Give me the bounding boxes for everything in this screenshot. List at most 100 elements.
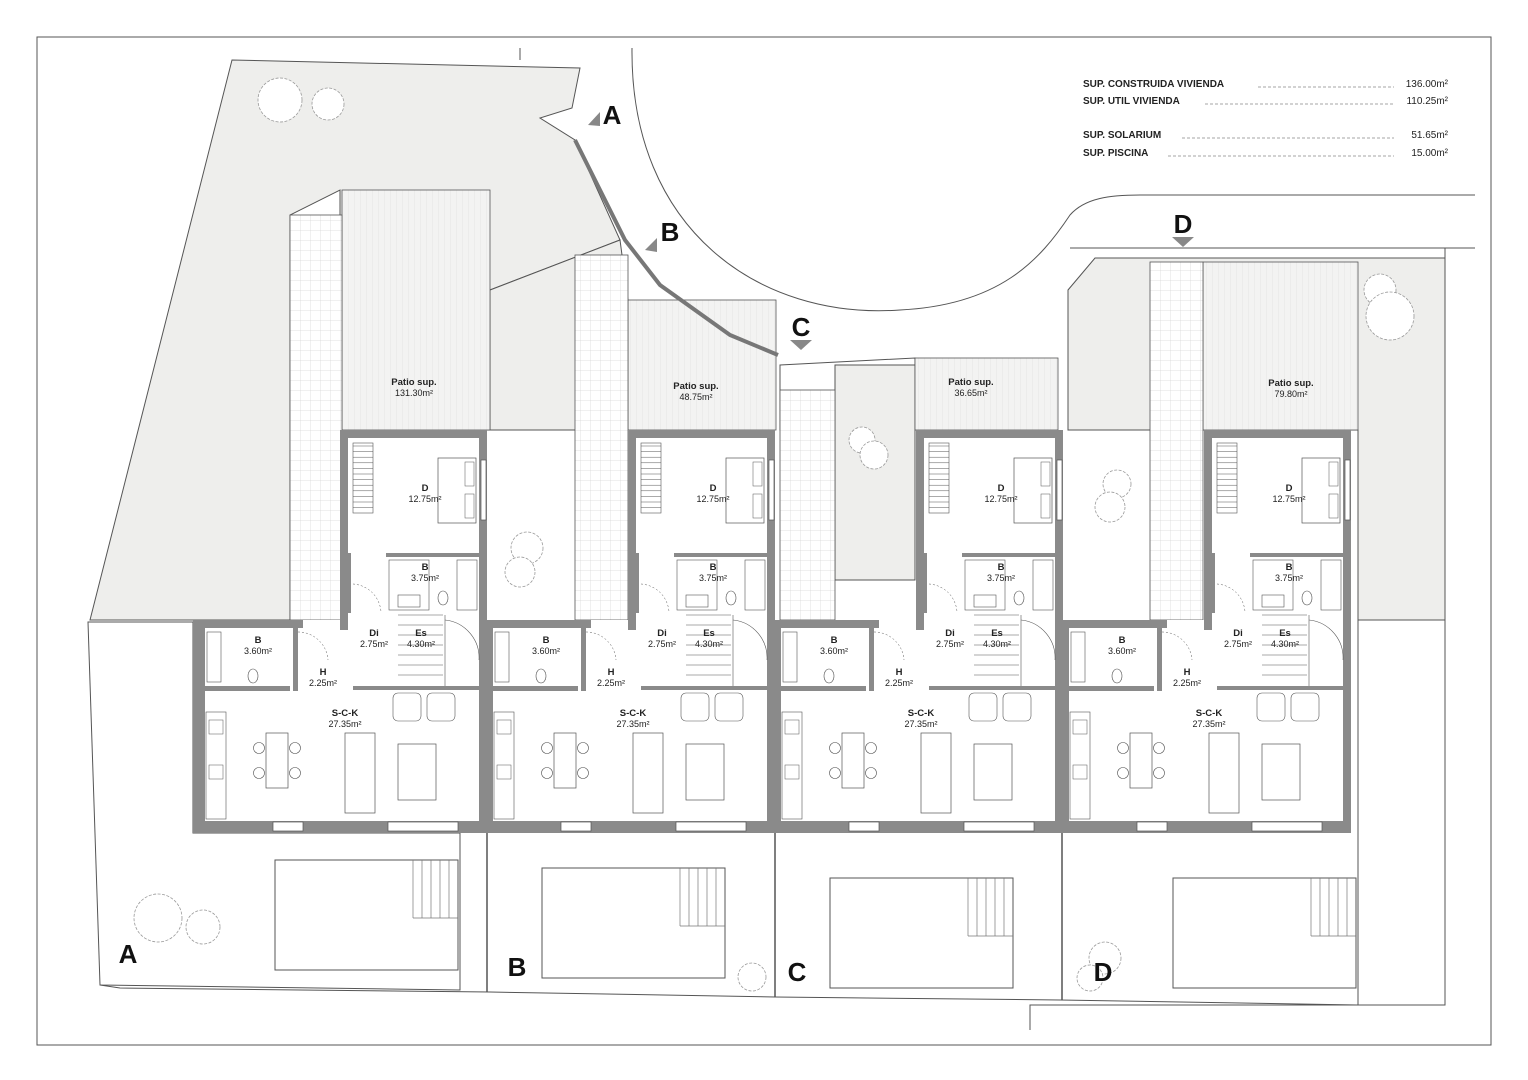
wall-ground-top xyxy=(193,620,303,628)
armchair xyxy=(714,692,744,722)
section-arrow-d xyxy=(1172,237,1194,247)
patio-labels: Patio sup. 131.30m² Patio sup. 48.75m² P… xyxy=(391,377,1313,402)
room-label-bath-lower: B xyxy=(255,635,262,646)
chair xyxy=(1117,742,1129,754)
room-area-stairs: 4.30m² xyxy=(983,639,1011,649)
room-label-bath-upper: B xyxy=(998,562,1005,573)
room-area-distributor: 2.75m² xyxy=(648,639,676,649)
wardrobe xyxy=(640,442,662,514)
chair xyxy=(1153,742,1165,754)
chair xyxy=(541,742,553,754)
sofa xyxy=(344,732,376,814)
chair xyxy=(253,767,265,779)
tree-icon xyxy=(504,556,536,588)
wall-left xyxy=(193,620,205,833)
armchair xyxy=(1256,692,1286,722)
summary-label-useful: SUP. UTIL VIVIENDA xyxy=(1083,96,1180,107)
washbasin xyxy=(397,594,421,608)
sink xyxy=(208,764,224,780)
room-area-bath-lower: 3.60m² xyxy=(820,646,848,656)
hob xyxy=(496,719,512,735)
section-arrow-c xyxy=(790,340,812,350)
trees xyxy=(133,77,1415,992)
room-area-stairs: 4.30m² xyxy=(695,639,723,649)
chair xyxy=(289,742,301,754)
room-label-distributor: Di xyxy=(945,628,955,639)
wall-upper-bath xyxy=(1212,553,1215,613)
window-front-right xyxy=(387,821,459,832)
chair xyxy=(253,742,265,754)
room-label-bedroom: D xyxy=(1286,483,1293,494)
wall-hall-bottom xyxy=(353,686,479,690)
chair xyxy=(1117,767,1129,779)
room-area-distributor: 2.75m² xyxy=(1224,639,1252,649)
wc xyxy=(823,668,835,684)
door-swing xyxy=(297,631,329,661)
wc xyxy=(1111,668,1123,684)
summary-value-solarium: 51.65m² xyxy=(1411,130,1448,141)
armchair xyxy=(680,692,710,722)
front-wall-curve xyxy=(573,139,779,357)
washbasin xyxy=(973,594,997,608)
window-bedroom xyxy=(1056,459,1063,521)
washbasin xyxy=(1261,594,1285,608)
staircase xyxy=(398,614,480,686)
pillow xyxy=(1328,461,1339,487)
tree-icon xyxy=(1102,469,1132,499)
room-label-living: S-C-K xyxy=(332,708,359,719)
tree-icon xyxy=(737,962,767,992)
street-roundabout xyxy=(519,47,1475,1030)
dining-table xyxy=(841,732,865,789)
pillow xyxy=(464,493,475,519)
section-mark-c-bottom: C xyxy=(788,957,807,987)
wall-bath-bottom xyxy=(205,686,290,691)
room-label-hall: H xyxy=(1184,667,1191,678)
room-area-bedroom: 12.75m² xyxy=(696,494,729,504)
door-swing xyxy=(1161,631,1193,661)
room-area-stairs: 4.30m² xyxy=(1271,639,1299,649)
armchair xyxy=(1290,692,1320,722)
rug xyxy=(1261,743,1301,801)
shower-tray xyxy=(1070,631,1086,683)
patio-a-label: Patio sup. xyxy=(391,377,436,388)
rug xyxy=(397,743,437,801)
section-mark-d-bottom: D xyxy=(1094,957,1113,987)
sink xyxy=(496,764,512,780)
section-mark-a-bottom: A xyxy=(119,939,138,969)
staircase xyxy=(1262,614,1344,686)
window-front-right xyxy=(963,821,1035,832)
armchair xyxy=(1002,692,1032,722)
window-bedroom xyxy=(480,459,487,521)
wall-left xyxy=(769,620,781,833)
room-area-living: 27.35m² xyxy=(616,719,649,729)
room-label-hall: H xyxy=(320,667,327,678)
pillow xyxy=(464,461,475,487)
wall-hall-bottom xyxy=(641,686,767,690)
tree-icon xyxy=(1076,964,1104,992)
chair xyxy=(577,742,589,754)
pool-step-set-2 xyxy=(679,868,725,927)
room-label-living: S-C-K xyxy=(620,708,647,719)
wall-bath-bottom xyxy=(493,686,578,691)
armchair xyxy=(426,692,456,722)
wc xyxy=(1013,590,1025,606)
pool-c xyxy=(829,877,1014,989)
wall-bath-right xyxy=(869,628,874,691)
room-area-bath-upper: 3.75m² xyxy=(1275,573,1303,583)
wall-upper-left xyxy=(1204,430,1212,630)
wall-top xyxy=(1204,430,1351,438)
area-summary: SUP. CONSTRUIDA VIVIENDA 136.00m² SUP. U… xyxy=(1083,79,1449,159)
section-mark-a-top: A xyxy=(603,100,622,130)
tree-icon xyxy=(185,909,221,945)
wall-bed-bottom xyxy=(674,553,767,557)
hob xyxy=(208,719,224,735)
drawing-frame xyxy=(36,36,1492,1046)
houses: D12.75m²B3.75m²B3.60m²Di2.75m²Es4.30m²H2… xyxy=(193,430,1351,833)
wall-bath-bottom xyxy=(781,686,866,691)
tree-icon xyxy=(1094,491,1126,523)
door-swing xyxy=(352,583,382,613)
ground-floor-slab xyxy=(769,620,1062,833)
tree-icon xyxy=(1088,941,1122,975)
chair xyxy=(829,742,841,754)
wardrobe xyxy=(928,442,950,514)
